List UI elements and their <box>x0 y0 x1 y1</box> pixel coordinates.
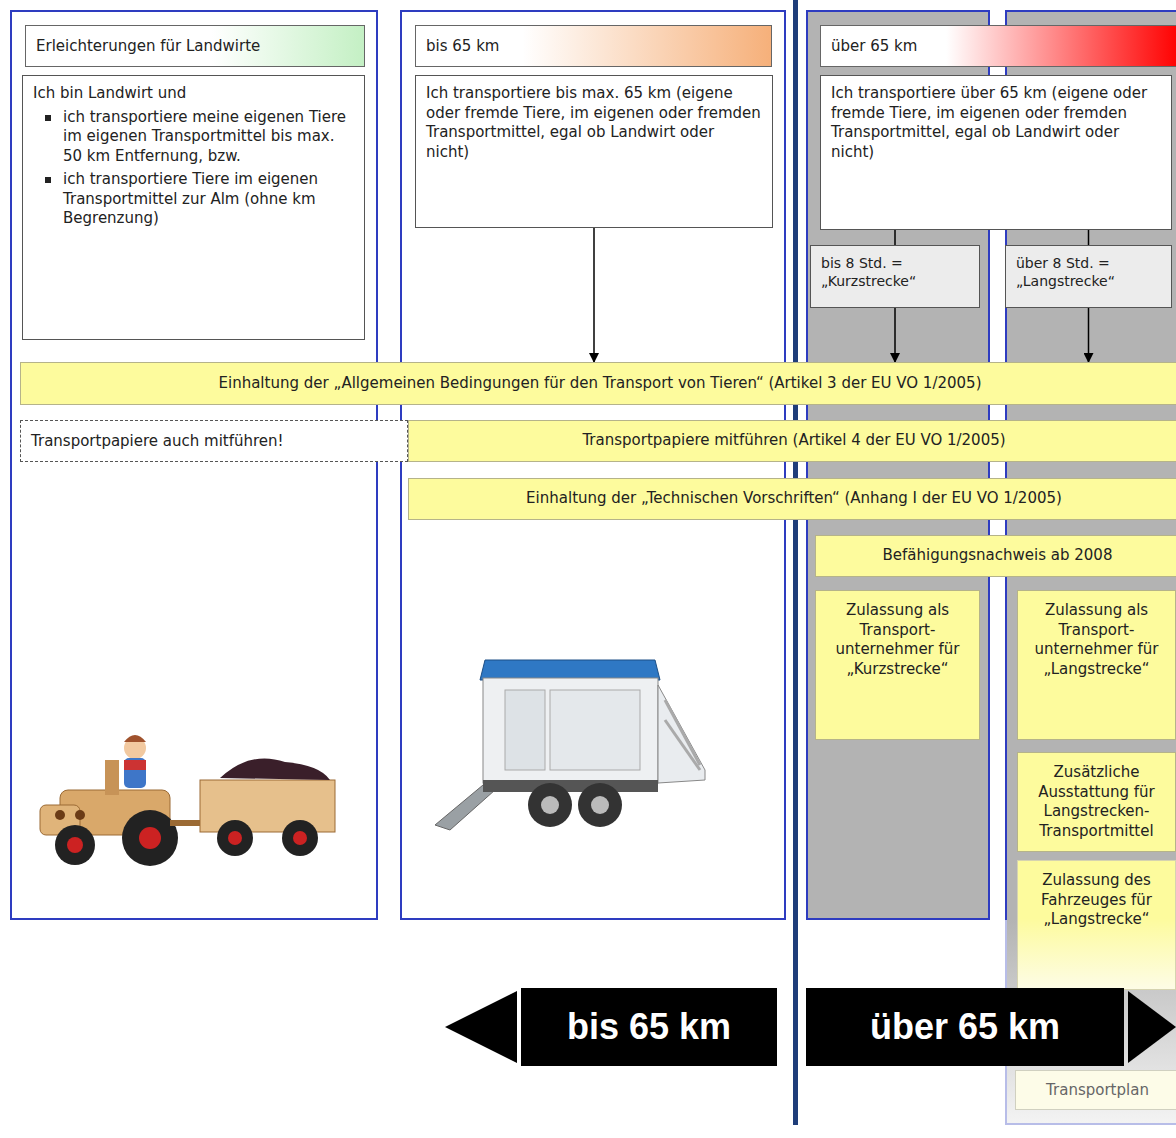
arrow-head <box>445 991 517 1063</box>
box-text: bis 8 Std. = „Kurzstrecke“ <box>821 254 969 290</box>
connector-arrow <box>894 308 896 362</box>
text-box: Ich transportiere bis max. 65 km (eigene… <box>415 75 773 228</box>
header-box: bis 65 km <box>415 25 772 67</box>
box-text: Befähigungsnachweis ab 2008 <box>883 546 1113 566</box>
box-text: über 8 Std. = „Langstrecke“ <box>1016 254 1161 290</box>
requirement-band: Einhaltung der „Technischen Vorschriften… <box>408 478 1176 520</box>
bullet-square <box>45 177 51 183</box>
box-text: Transportplan <box>1046 1081 1149 1099</box>
note-box: Transportpapiere auch mitführen! <box>20 420 408 462</box>
category-box: über 8 Std. = „Langstrecke“ <box>1005 245 1172 308</box>
livestock-trailer <box>425 640 710 845</box>
connector-arrow <box>1088 230 1090 245</box>
bullet-text: ich transportiere Tiere im eigenen Trans… <box>63 170 354 229</box>
text-box: Ich transportiere über 65 km (eigene ode… <box>820 75 1172 230</box>
requirement-box: Zusätzliche Ausstattung für Langstrecken… <box>1017 752 1176 852</box>
direction-arrow: bis 65 km <box>445 988 777 1066</box>
arrow-label: bis 65 km <box>567 1006 731 1048</box>
box-text: Transportpapiere mitführen (Artikel 4 de… <box>582 431 1005 451</box>
box-text: Ich bin Landwirt und <box>33 84 354 104</box>
direction-arrow: über 65 km <box>806 988 1176 1066</box>
box-text: Erleichterungen für Landwirte <box>36 37 260 55</box>
divider-line <box>793 0 798 1125</box>
arrow-body <box>521 988 777 1066</box>
box-text: Zusätzliche Ausstattung für Langstrecken… <box>1024 763 1169 841</box>
header-box: über 65 km <box>820 25 1176 67</box>
requirement-box: Zulassung als Transport- unternehmer für… <box>815 590 980 740</box>
requirement-box: Zulassung des Fahrzeuges für „Langstreck… <box>1017 860 1176 990</box>
header-box: Erleichterungen für Landwirte <box>25 25 365 67</box>
box-text: Ich transportiere über 65 km (eigene ode… <box>831 84 1161 162</box>
bullet-text: ich transportiere meine eigenen Tiere im… <box>63 108 354 167</box>
box-text: Zulassung als Transport- unternehmer für… <box>1024 601 1169 679</box>
box-text: Zulassung als Transport- unternehmer für… <box>822 601 973 679</box>
requirement-box: Zulassung als Transport- unternehmer für… <box>1017 590 1176 740</box>
category-box: bis 8 Std. = „Kurzstrecke“ <box>810 245 980 308</box>
bullet-item: ich transportiere Tiere im eigenen Trans… <box>33 170 354 229</box>
requirement-band: Befähigungsnachweis ab 2008 <box>815 535 1176 577</box>
requirement-band: Transportpapiere mitführen (Artikel 4 de… <box>408 420 1176 462</box>
arrow-head <box>1128 991 1176 1063</box>
box-text: Einhaltung der „Technischen Vorschriften… <box>526 489 1062 509</box>
requirement-band: Einhaltung der „Allgemeinen Bedingungen … <box>20 362 1176 405</box>
box-text: Ich transportiere bis max. 65 km (eigene… <box>426 84 762 162</box>
bullet-square <box>45 115 51 121</box>
box-text: über 65 km <box>831 37 917 55</box>
box-text: Transportpapiere auch mitführen! <box>31 432 284 450</box>
faded-box: Transportplan <box>1015 1070 1176 1110</box>
bullet-item: ich transportiere meine eigenen Tiere im… <box>33 108 354 167</box>
toy-tractor <box>20 720 360 870</box>
box-text: Zulassung des Fahrzeuges für „Langstreck… <box>1024 871 1169 930</box>
connector-arrow <box>894 230 896 245</box>
arrow-label: über 65 km <box>870 1006 1060 1048</box>
arrow-body <box>806 988 1124 1066</box>
connector-arrow <box>593 228 595 362</box>
box-text: bis 65 km <box>426 37 499 55</box>
box-text: Einhaltung der „Allgemeinen Bedingungen … <box>219 374 982 394</box>
connector-arrow <box>1088 308 1090 362</box>
text-box: Ich bin Landwirt und ich transportiere me… <box>22 75 365 340</box>
